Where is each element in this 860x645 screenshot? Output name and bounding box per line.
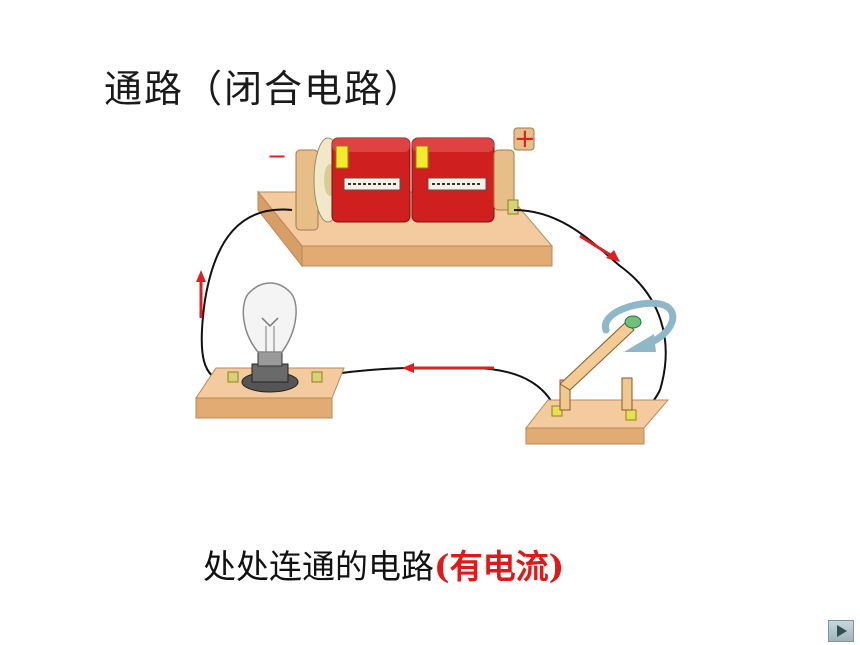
battery-holder-right [493, 127, 535, 215]
rotation-arrow-icon [602, 299, 677, 352]
battery-cell-1 [331, 137, 411, 223]
wire-switch-to-bulb [317, 366, 557, 411]
page-title: 通路（闭合电路） [104, 67, 425, 111]
switch-base [524, 399, 670, 445]
circuit-caption: 处处连通的电路(有电流) [203, 540, 564, 588]
current-arrow-left-up [196, 270, 206, 318]
current-arrow-bottom-left [402, 363, 494, 373]
next-slide-button[interactable] [828, 620, 854, 642]
caption-main: 处处连通的电路 [203, 547, 434, 586]
wire-battery-to-bulb [200, 208, 293, 382]
battery-plus-label: + [514, 124, 536, 154]
caption-highlight: (有电流) [434, 547, 565, 586]
battery-cell-2 [411, 137, 495, 223]
battery-minus-label: − [267, 142, 287, 170]
play-triangle-icon [837, 625, 847, 637]
knife-switch [559, 315, 642, 411]
light-bulb [241, 282, 299, 393]
current-arrow-right-down [579, 234, 620, 262]
